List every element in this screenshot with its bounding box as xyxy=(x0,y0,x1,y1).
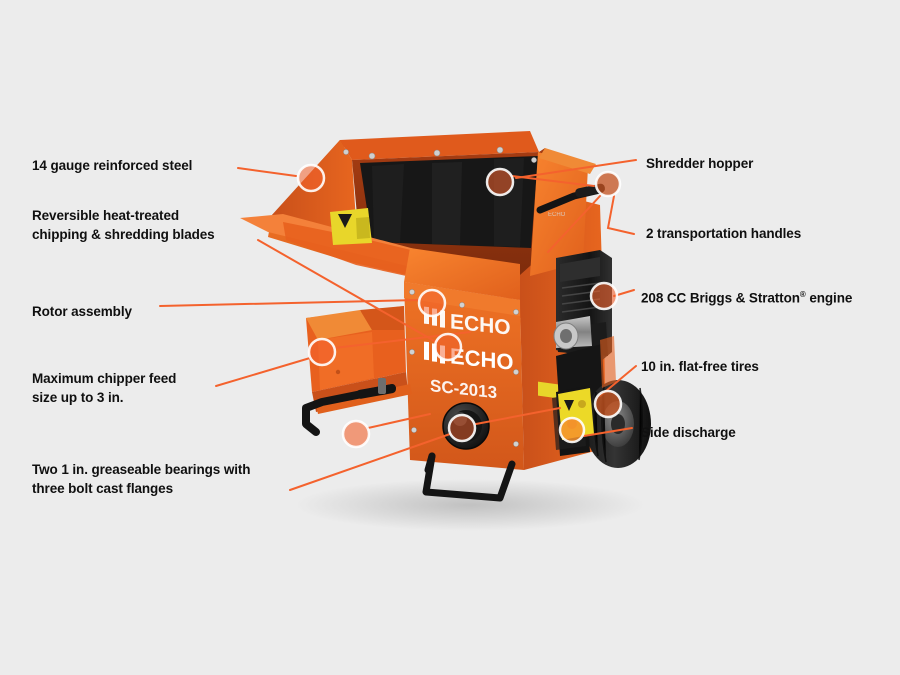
callout-label-shredder-hopper: Shredder hopper xyxy=(646,156,754,171)
handle-marking: ECHO xyxy=(548,212,566,218)
callout-label-gauge-steel: 14 gauge reinforced steel xyxy=(32,158,193,173)
liner-fold-1 xyxy=(372,164,404,243)
liner-fold-2 xyxy=(432,162,462,245)
ground-shadow xyxy=(295,479,645,531)
handle-grip xyxy=(356,384,396,399)
hopper-back-rim xyxy=(340,131,539,160)
liner-fold-3 xyxy=(494,158,524,247)
warning-decal-discharge xyxy=(558,388,594,440)
engine-label-suffix: engine xyxy=(805,290,853,306)
side-discharge xyxy=(552,386,594,456)
engine-decal xyxy=(538,381,558,399)
callout-label-side-discharge: Side discharge xyxy=(641,425,736,440)
callout-label-transport-handles: 2 transportation handles xyxy=(646,226,802,241)
lower-transport-handle xyxy=(302,384,396,436)
callout-label-bearings: Two 1 in. greaseable bearings with three… xyxy=(32,462,251,496)
callout-label-chipper-feed: Maximum chipper feed size up to 3 in. xyxy=(32,371,177,405)
rear-fender xyxy=(600,336,616,388)
chute-bolt xyxy=(335,369,341,375)
callout-label-tires: 10 in. flat-free tires xyxy=(641,359,759,374)
hub-center xyxy=(611,414,625,434)
callout-label-engine: 208 CC Briggs & Stratton® engine xyxy=(641,285,852,308)
registered-mark: ® xyxy=(799,290,806,299)
rotor-assembly-cap xyxy=(442,402,490,450)
callout-label-blades: Reversible heat-treated chipping & shred… xyxy=(32,208,215,242)
handle-bolt xyxy=(378,378,386,394)
warning-decal-hopper xyxy=(330,208,372,245)
engine-label-text: 208 CC Briggs & Stratton xyxy=(641,290,800,306)
callout-label-rotor: Rotor assembly xyxy=(32,304,132,319)
